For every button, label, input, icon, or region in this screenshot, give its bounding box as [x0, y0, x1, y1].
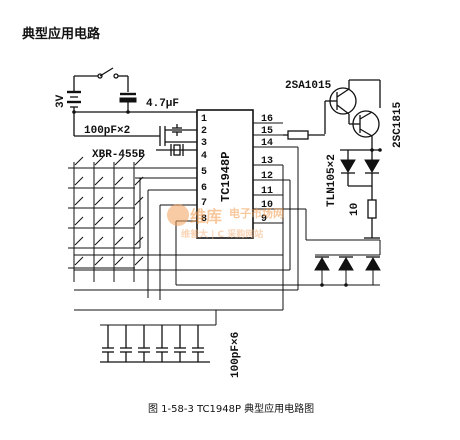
ic-body: [196, 109, 254, 239]
base-resistor: [283, 130, 325, 140]
ic-pin-4: 4: [201, 151, 207, 162]
cap-bank-label: 100pF×6: [230, 332, 242, 378]
bank-capacitor: [192, 325, 204, 362]
ic-pin-7: 7: [201, 198, 207, 209]
ic-pin-6: 6: [201, 183, 207, 194]
key-switch: [114, 236, 124, 246]
oscillator-capacitors: [73, 124, 197, 146]
ic-pin-15: 15: [261, 126, 273, 137]
key-switch: [134, 256, 144, 266]
key-switch: [134, 156, 144, 166]
ceramic-resonator: [156, 144, 197, 156]
resonator-label: XBR-455B: [92, 149, 145, 161]
ic-pin-8: 8: [201, 214, 207, 225]
key-switch: [74, 176, 84, 186]
diagram-title: 典型应用电路: [22, 26, 101, 42]
transistor-pnp-label: 2SA1015: [285, 80, 332, 92]
ic-pin-16: 16: [261, 114, 273, 125]
cap-electrolytic-label: 4.7μF: [146, 98, 179, 110]
figure-caption: 图 1-58-3 TC1948P 典型应用电路图: [148, 402, 314, 415]
key-switch: [134, 216, 144, 226]
transistor-npn-label: 2SC1815: [392, 101, 404, 148]
key-switch: [94, 216, 104, 226]
ic-pin-10: 10: [261, 200, 273, 211]
ic-pin-3: 3: [201, 138, 207, 149]
ic-pin-1: 1: [201, 114, 207, 125]
leds-label: TLN105×2: [326, 154, 338, 207]
key-switch: [94, 256, 104, 266]
capacitor-bank: [100, 310, 217, 363]
diode-array: [314, 240, 381, 285]
bank-capacitor: [102, 325, 114, 362]
power-switch: [74, 67, 129, 92]
key-switch: [94, 196, 104, 206]
ic-pin-11: 11: [261, 186, 273, 197]
resistor-label: 10: [349, 203, 361, 216]
watermark-title: 电子市场网: [229, 206, 284, 220]
bank-capacitor: [138, 325, 150, 362]
key-switch: [74, 196, 84, 206]
key-switches: [74, 156, 144, 266]
key-switch: [114, 216, 124, 226]
watermark: 维库 电子市场网 维普大 | C 采购网站: [167, 204, 284, 240]
key-matrix: [68, 162, 135, 282]
watermark-brand: 维库: [190, 207, 222, 226]
key-switch: [114, 176, 124, 186]
key-switch: [94, 156, 104, 166]
bank-capacitor: [120, 325, 132, 362]
key-switch: [114, 256, 124, 266]
ic-pin-9: 9: [261, 214, 267, 225]
junction-dots: [72, 110, 382, 287]
key-switch: [74, 156, 84, 166]
key-switch: [114, 156, 124, 166]
ic-part-label: TC1948P: [219, 152, 233, 202]
ir-leds: [340, 149, 380, 200]
key-switch: [74, 216, 84, 226]
key-switch: [74, 236, 84, 246]
bank-capacitor: [174, 325, 186, 362]
key-switch: [74, 256, 84, 266]
key-switch: [94, 176, 104, 186]
key-switch: [94, 236, 104, 246]
ic-pin-2: 2: [201, 126, 207, 137]
bank-capacitor: [156, 325, 168, 362]
battery-3v: [67, 76, 81, 124]
ic-pin-13: 13: [261, 156, 273, 167]
transistor-2sc1815: [348, 110, 380, 150]
led-resistor: [364, 199, 380, 239]
ic-pin-stubs: [253, 122, 298, 224]
key-switch: [134, 196, 144, 206]
ic-pin-5: 5: [201, 167, 207, 178]
cap-pair-label: 100pF×2: [84, 125, 130, 137]
ic-pin-14: 14: [261, 138, 273, 149]
key-switch: [134, 236, 144, 246]
watermark-sub: 维普大 | C 采购网站: [181, 228, 263, 240]
key-switch: [114, 196, 124, 206]
ic-pin-12: 12: [261, 171, 273, 182]
battery-voltage-label: 3V: [55, 94, 67, 108]
transistor-2sa1015: [324, 79, 381, 134]
